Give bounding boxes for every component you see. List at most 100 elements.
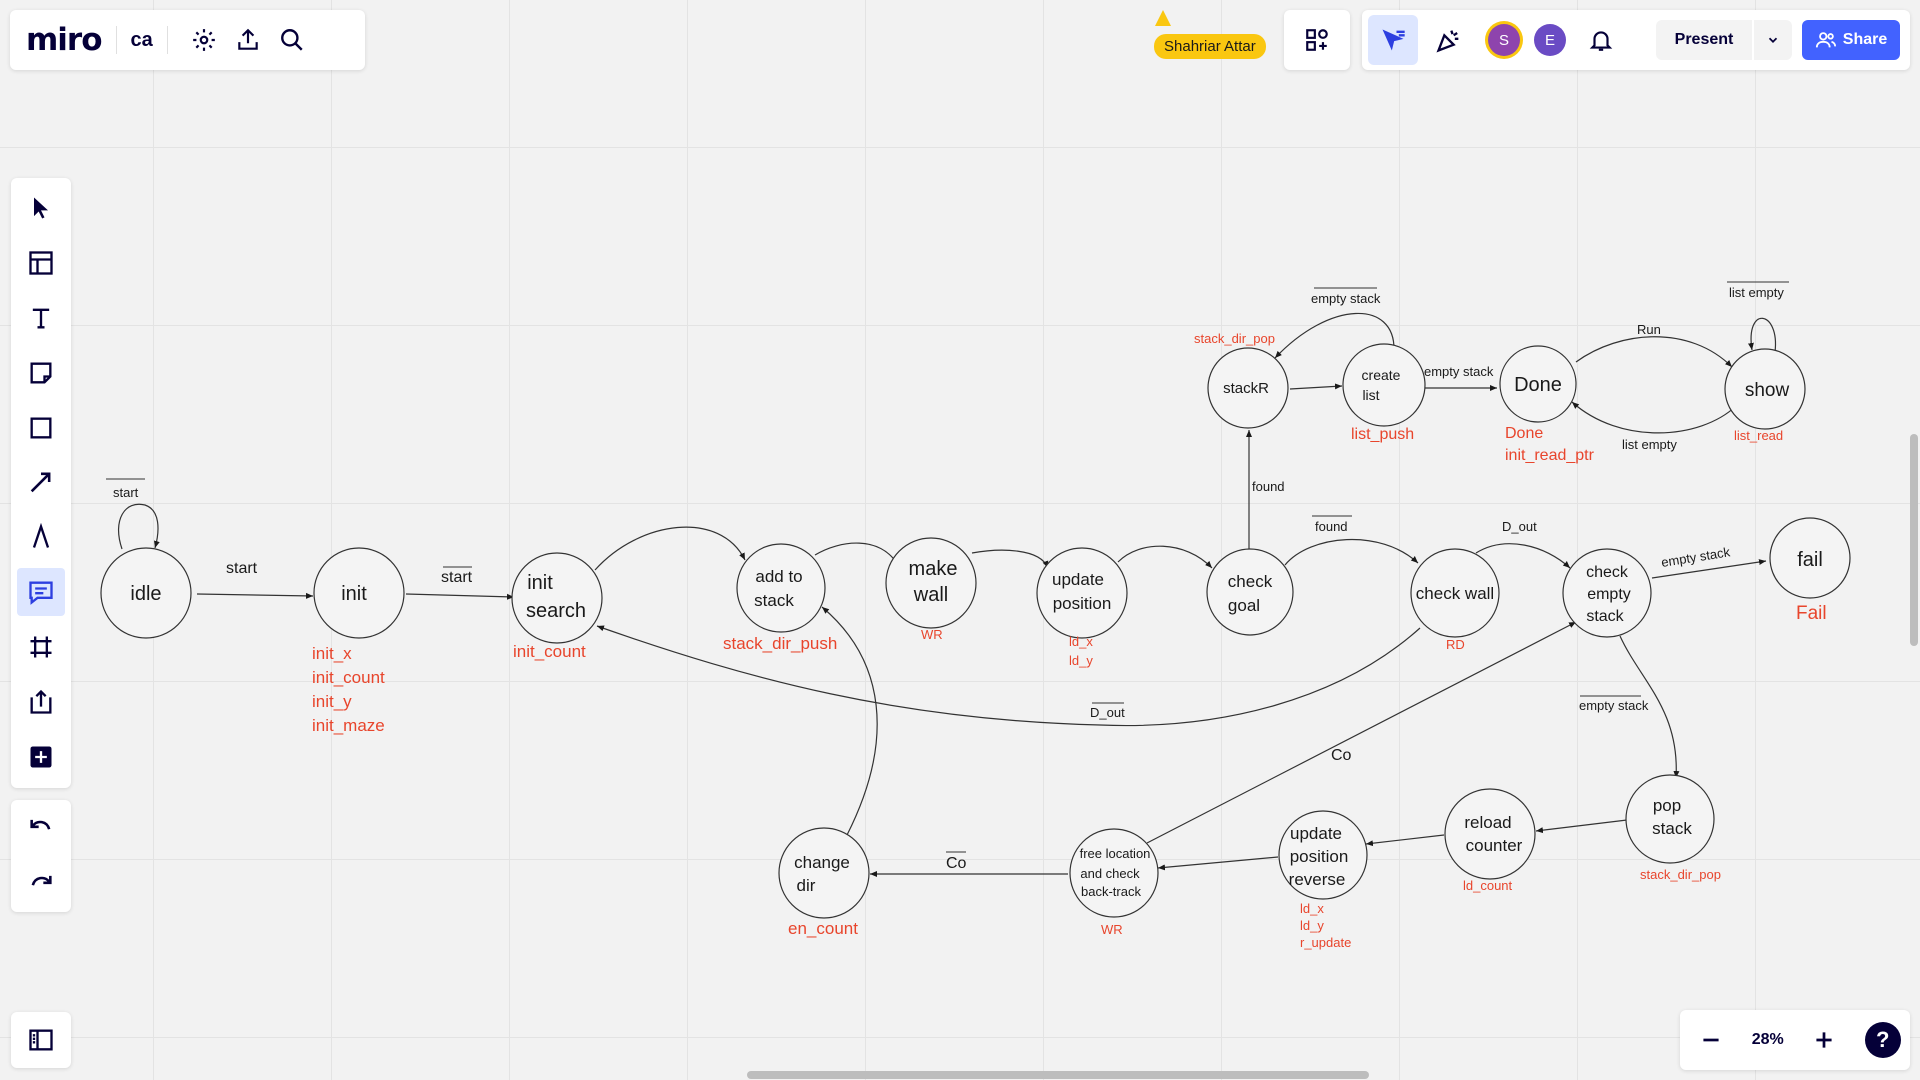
redo-icon [31, 875, 52, 886]
redo-button[interactable] [17, 860, 65, 908]
text-tool[interactable] [17, 294, 65, 342]
state-reload-counter[interactable] [1444, 788, 1536, 880]
frame-tool[interactable] [17, 623, 65, 671]
apps-button[interactable] [1284, 10, 1350, 70]
state-done[interactable] [1499, 345, 1577, 423]
state-stackR[interactable] [1207, 347, 1289, 429]
svg-text:stack_dir_pop: stack_dir_pop [1194, 331, 1275, 346]
zoom-out-button[interactable] [1689, 1018, 1733, 1062]
edge-createlist-self[interactable] [1274, 312, 1395, 359]
edge-stackR-createlist[interactable] [1289, 383, 1343, 390]
state-fail[interactable] [1769, 517, 1851, 599]
edge-makewall-updatepos[interactable] [971, 549, 1049, 569]
apps-icon [1306, 29, 1328, 51]
state-check-goal[interactable] [1206, 548, 1294, 636]
layout-icon [29, 251, 53, 275]
edge-checkwall-initsearch[interactable] [596, 625, 1421, 727]
shape-tool[interactable] [17, 404, 65, 452]
edge-addtostack-makewall[interactable] [814, 542, 899, 566]
divider [166, 26, 168, 54]
state-label: update [1290, 824, 1342, 843]
frames-panel-toggle[interactable] [11, 1012, 71, 1068]
sticky-note-tool[interactable] [17, 349, 65, 397]
connection-line-tool[interactable] [17, 459, 65, 507]
board-name[interactable]: ca [130, 28, 153, 51]
miro-logo[interactable]: miro [26, 22, 103, 58]
edge-checkempty-fail[interactable] [1651, 559, 1767, 579]
state-init-search[interactable] [511, 552, 603, 644]
state-update-position-reverse[interactable] [1278, 810, 1368, 900]
pen-tool[interactable] [17, 513, 65, 561]
state-idle[interactable] [100, 547, 192, 639]
edge-label: list empty [1622, 437, 1677, 452]
present-button[interactable]: Present [1656, 20, 1752, 60]
state-add-to-stack[interactable] [736, 543, 826, 633]
edge-free-checkempty[interactable] [1146, 621, 1577, 844]
state-label: add to [755, 567, 802, 586]
edge-popstack-reload[interactable] [1535, 819, 1628, 834]
state-label: make [909, 558, 958, 580]
edge-idle-self[interactable] [117, 503, 160, 550]
horizontal-scrollbar[interactable] [747, 1071, 1369, 1079]
svg-text:check wall: check wall [1416, 584, 1494, 603]
state-check-empty-stack[interactable] [1562, 548, 1652, 638]
edge-change-addtostack[interactable] [821, 606, 878, 836]
notifications-button[interactable] [1576, 15, 1626, 65]
state-check-wall[interactable] [1410, 548, 1500, 638]
edge-label: start [113, 485, 139, 500]
arrow-line-icon [30, 473, 51, 493]
search-icon[interactable] [270, 18, 314, 62]
svg-text:list_read: list_read [1734, 428, 1783, 443]
edge-updaterev-free[interactable] [1157, 856, 1279, 871]
comment-icon [29, 581, 53, 606]
state-show[interactable] [1724, 348, 1806, 430]
vertical-scrollbar[interactable] [1910, 434, 1918, 646]
comment-tool[interactable] [17, 568, 65, 617]
edge-reload-updaterev[interactable] [1365, 834, 1445, 847]
sticky-note-icon [30, 362, 52, 384]
edge-checkgoal-checkwall[interactable] [1284, 538, 1419, 566]
select-tool[interactable] [17, 184, 65, 232]
zoom-level[interactable]: 28% [1751, 1031, 1784, 1048]
state-free-location[interactable] [1069, 828, 1159, 918]
present-options-button[interactable] [1754, 20, 1792, 60]
edge-done-show[interactable] [1575, 336, 1733, 368]
help-button[interactable]: ? [1864, 1022, 1901, 1058]
state-change-dir[interactable] [778, 827, 870, 919]
edge-show-self[interactable] [1747, 317, 1777, 353]
state-update-position[interactable] [1036, 547, 1128, 639]
celebrate-button[interactable] [1424, 15, 1474, 65]
output-label: list_read [1734, 428, 1783, 443]
state-make-wall[interactable] [885, 537, 977, 629]
edge-idle-init[interactable] [196, 592, 314, 599]
edge-init-initsearch[interactable] [405, 593, 515, 600]
export-icon[interactable] [226, 18, 270, 62]
bell-icon [1589, 31, 1613, 51]
settings-icon[interactable] [182, 18, 226, 62]
share-button[interactable]: Share [1802, 20, 1900, 60]
more-apps-tool[interactable] [17, 733, 65, 781]
svg-text:WR: WR [921, 627, 943, 642]
edge-checkempty-popstack[interactable] [1619, 635, 1680, 779]
undo-button[interactable] [17, 804, 65, 852]
zoom-in-button[interactable] [1802, 1018, 1846, 1062]
state-pop-stack[interactable] [1625, 774, 1715, 864]
state-label: position [1290, 847, 1349, 866]
edge-checkwall-checkempty[interactable] [1475, 543, 1571, 569]
edge-initsearch-addtostack[interactable] [594, 526, 746, 571]
avatar[interactable]: E [1534, 24, 1566, 56]
output-label: ld_x [1300, 901, 1324, 916]
templates-tool[interactable] [17, 239, 65, 287]
edge-show-done[interactable] [1571, 401, 1737, 434]
upload-tool[interactable] [17, 678, 65, 726]
reactions-button[interactable] [1368, 15, 1418, 65]
svg-text:Done: Done [1514, 374, 1562, 396]
state-init[interactable] [313, 547, 405, 639]
avatar[interactable]: S [1488, 24, 1520, 56]
edge-updatepos-checkgoal[interactable] [1117, 545, 1213, 569]
state-create-list[interactable] [1342, 343, 1426, 427]
